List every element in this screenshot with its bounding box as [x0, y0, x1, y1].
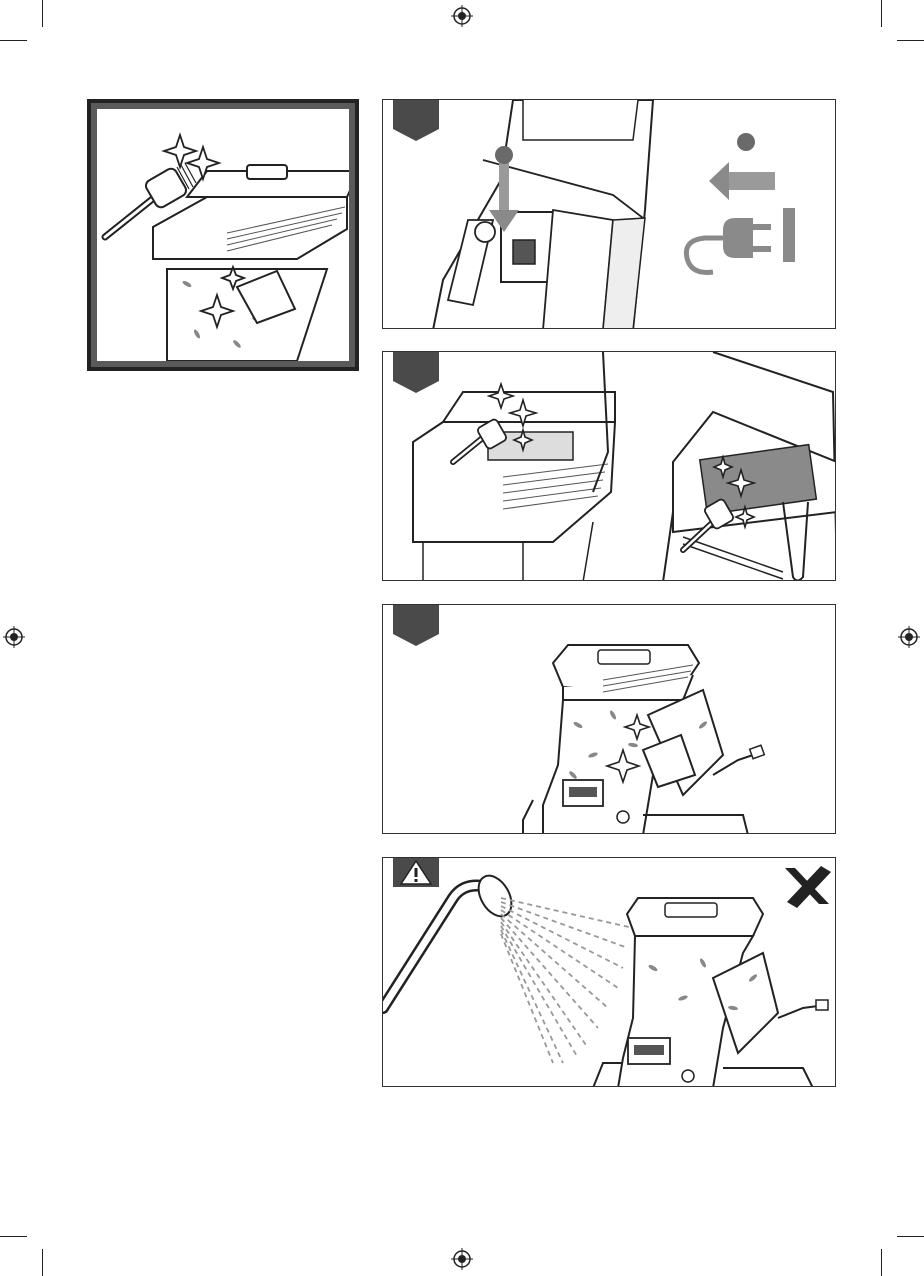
crop-mark-tr-v	[881, 0, 882, 27]
callout-2	[737, 133, 755, 151]
callout-1	[495, 146, 513, 164]
garden-hose-icon	[383, 870, 518, 1008]
crop-mark-tl-h	[0, 40, 27, 41]
registration-mark-icon	[898, 626, 920, 648]
crop-mark-tr-h	[897, 40, 924, 41]
registration-mark-icon	[3, 626, 25, 648]
step-4-panel	[382, 857, 836, 1087]
registration-mark-icon	[451, 1248, 473, 1270]
step-2-panel	[382, 351, 836, 581]
crop-mark-br-h	[897, 1236, 924, 1237]
crop-mark-bl-v	[42, 1249, 43, 1276]
unplug-arrow-icon	[709, 162, 775, 200]
step-3-panel	[382, 604, 836, 834]
crop-mark-br-v	[881, 1249, 882, 1276]
crop-mark-bl-h	[0, 1236, 27, 1237]
cross-mark-icon	[785, 866, 831, 908]
unplug-icon	[686, 208, 795, 272]
crop-mark-tl-v	[42, 0, 43, 27]
cleaning-overview-illustration	[87, 99, 359, 371]
step-1-panel	[382, 99, 836, 329]
registration-mark-icon	[451, 5, 473, 27]
